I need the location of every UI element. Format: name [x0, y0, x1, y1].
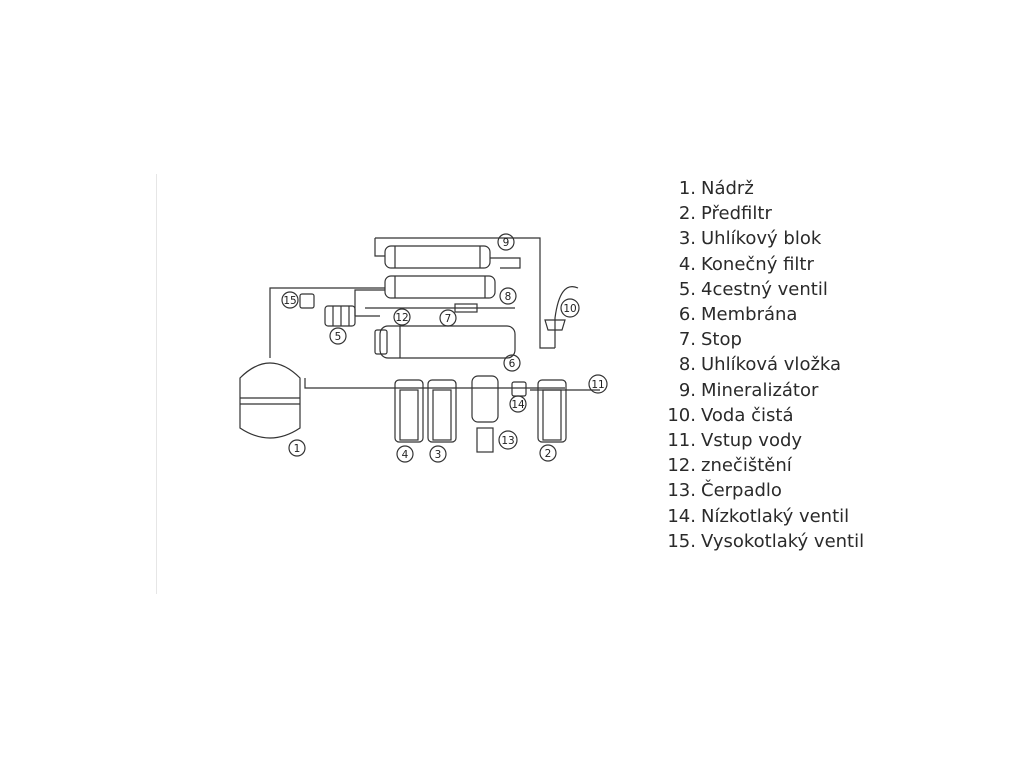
svg-text:6: 6: [509, 358, 516, 370]
high-pressure-switch: [299, 293, 315, 309]
legend-item: 15.Vysokotlaký ventil: [667, 530, 865, 552]
callout-14: 14: [509, 395, 527, 413]
callout-8: 8: [499, 287, 517, 305]
callout-3: 3: [429, 445, 447, 463]
callout-2: 2: [539, 444, 557, 462]
svg-text:5: 5: [335, 331, 342, 343]
callout-11: 11: [588, 374, 608, 394]
svg-text:9: 9: [503, 237, 510, 249]
legend-item: 11.Vstup vody: [667, 430, 803, 452]
svg-text:1: 1: [294, 443, 301, 455]
legend-item: 1.Nádrž: [678, 178, 754, 199]
storage-tank: [239, 362, 301, 439]
callout-9: 9: [497, 233, 515, 251]
booster-pump: [471, 375, 499, 453]
carbon-cartridge: [384, 275, 496, 299]
callout-12: 12: [393, 308, 411, 326]
four-way-valve: [324, 305, 356, 327]
svg-text:15: 15: [283, 295, 296, 307]
legend-item: 9.Mineralizátor: [678, 379, 819, 401]
svg-text:14: 14: [511, 399, 525, 411]
stop-valve: [454, 303, 478, 313]
legend-item: 2.Předfiltr: [678, 203, 772, 225]
svg-text:12: 12: [395, 312, 408, 324]
prefilter-housing: [537, 379, 567, 443]
membrane-housing: [374, 325, 516, 359]
legend-item: 7.Stop: [678, 329, 742, 351]
component-legend: 1.Nádrž 2.Předfiltr 3.Uhlíkový blok 4.Ko…: [664, 176, 864, 554]
mineralizer-cartridge: [384, 245, 491, 269]
callout-13: 13: [498, 430, 518, 450]
callout-6: 6: [503, 354, 521, 372]
svg-text:7: 7: [445, 313, 452, 325]
low-pressure-switch: [511, 381, 527, 397]
legend-item: 14.Nízkotlaký ventil: [667, 505, 850, 527]
legend-item: 3.Uhlíkový blok: [678, 228, 822, 250]
svg-text:13: 13: [501, 435, 514, 447]
svg-text:4: 4: [402, 449, 409, 461]
legend-item: 13.Čerpadlo: [667, 480, 782, 502]
svg-text:10: 10: [563, 303, 576, 315]
callout-5: 5: [329, 327, 347, 345]
final-filter-housing: [394, 379, 424, 443]
svg-text:8: 8: [505, 291, 512, 303]
callout-10: 10: [560, 298, 580, 318]
legend-item: 6.Membrána: [678, 304, 798, 326]
legend-item: 10.Voda čistá: [667, 404, 794, 426]
clean-water-faucet: [544, 286, 579, 348]
carbon-block-housing: [427, 379, 457, 443]
legend-item: 5.4cestný ventil: [678, 278, 828, 300]
callout-1: 1: [288, 439, 306, 457]
legend-item: 12.znečištění: [667, 455, 792, 477]
callout-4: 4: [396, 445, 414, 463]
ro-system-diagram: 1 2 3 4 5 6 7 8 9 10 11 12 13 14 15: [239, 233, 608, 463]
legend-item: 4.Konečný filtr: [678, 253, 814, 275]
svg-text:11: 11: [591, 379, 604, 391]
callout-15: 15: [281, 291, 299, 309]
left-divider-line: [156, 174, 157, 594]
svg-text:2: 2: [545, 448, 552, 460]
callout-7: 7: [439, 309, 457, 327]
piping: [269, 237, 600, 391]
legend-item: 8.Uhlíková vložka: [678, 354, 842, 376]
svg-text:3: 3: [435, 449, 442, 461]
